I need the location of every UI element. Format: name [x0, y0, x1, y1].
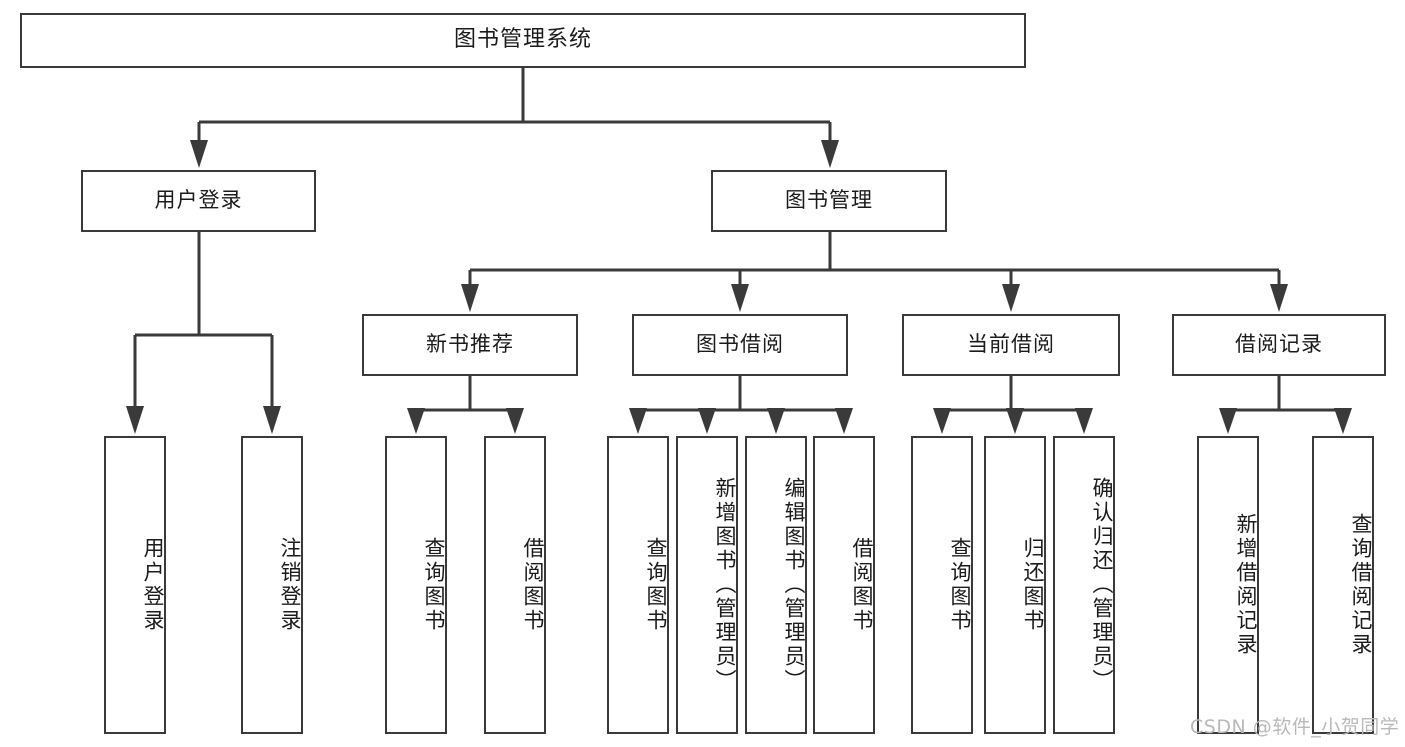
arrow-leaf-add-book — [698, 408, 716, 434]
node-root[interactable]: 图书管理系统 — [20, 13, 1026, 68]
node-leaf-borrow-book-b-label: 借阅图书 — [850, 537, 874, 633]
node-leaf-return-book-label: 归还图书 — [1021, 537, 1045, 633]
arrow-book-borrow — [731, 284, 749, 312]
arrow-leaf-borrow-book-rec — [506, 408, 524, 434]
node-leaf-query-book-c-label: 查询图书 — [948, 537, 972, 633]
node-leaf-borrow-book-b[interactable]: 借阅图书 — [813, 436, 875, 734]
node-leaf-add-record[interactable]: 新增借阅记录 — [1197, 436, 1259, 734]
node-book-manage[interactable]: 图书管理 — [711, 170, 947, 232]
node-leaf-user-login-label: 用户登录 — [141, 537, 165, 633]
node-current-borrow-label: 当前借阅 — [967, 332, 1055, 357]
arrow-leaf-edit-book — [767, 408, 785, 434]
arrow-leaf-logout — [263, 406, 281, 434]
node-leaf-query-record[interactable]: 查询借阅记录 — [1312, 436, 1374, 734]
node-new-book-rec[interactable]: 新书推荐 — [362, 314, 578, 376]
arrow-leaf-query-book-rec — [407, 408, 425, 434]
node-root-label: 图书管理系统 — [453, 27, 592, 53]
node-new-book-rec-label: 新书推荐 — [426, 332, 514, 357]
node-leaf-edit-book-label: 编辑图书（管理员） — [782, 477, 806, 693]
node-leaf-logout-label: 注销登录 — [278, 537, 302, 633]
arrow-leaf-query-book-c — [933, 408, 951, 434]
node-user-login-label: 用户登录 — [154, 188, 243, 213]
csdn-watermark: CSDN @软件_小贺同学 — [1190, 716, 1400, 738]
node-user-login[interactable]: 用户登录 — [81, 170, 316, 232]
node-book-manage-label: 图书管理 — [785, 188, 873, 213]
node-leaf-logout[interactable]: 注销登录 — [241, 436, 303, 734]
arrow-borrow-record — [1270, 284, 1288, 312]
arrow-leaf-query-record — [1334, 408, 1352, 434]
arrow-new-book-rec — [461, 284, 479, 312]
node-leaf-add-book-label: 新增图书（管理员） — [713, 477, 737, 693]
node-current-borrow[interactable]: 当前借阅 — [902, 314, 1120, 376]
node-borrow-record[interactable]: 借阅记录 — [1172, 314, 1386, 376]
node-leaf-borrow-book-rec-label: 借阅图书 — [521, 537, 545, 633]
node-leaf-user-login[interactable]: 用户登录 — [104, 436, 166, 734]
arrow-leaf-confirm-return — [1075, 408, 1093, 434]
node-leaf-query-book-b-label: 查询图书 — [644, 537, 668, 633]
node-borrow-record-label: 借阅记录 — [1235, 332, 1323, 357]
node-leaf-query-record-label: 查询借阅记录 — [1349, 513, 1373, 657]
node-leaf-return-book[interactable]: 归还图书 — [984, 436, 1046, 734]
node-book-borrow[interactable]: 图书借阅 — [632, 314, 848, 376]
node-leaf-query-book-b[interactable]: 查询图书 — [607, 436, 669, 734]
arrow-current-borrow — [1002, 284, 1020, 312]
arrow-leaf-query-book-b — [629, 408, 647, 434]
node-leaf-query-book-rec[interactable]: 查询图书 — [385, 436, 447, 734]
node-leaf-query-book-rec-label: 查询图书 — [422, 537, 446, 633]
arrow-leaf-user-login — [126, 406, 144, 434]
arrow-leaf-return-book — [1006, 408, 1024, 434]
node-leaf-confirm-return[interactable]: 确认归还（管理员） — [1053, 436, 1115, 734]
node-leaf-add-record-label: 新增借阅记录 — [1234, 513, 1258, 657]
node-book-borrow-label: 图书借阅 — [696, 332, 784, 357]
node-leaf-confirm-return-label: 确认归还（管理员） — [1090, 477, 1114, 693]
node-leaf-edit-book[interactable]: 编辑图书（管理员） — [745, 436, 807, 734]
node-leaf-query-book-c[interactable]: 查询图书 — [911, 436, 973, 734]
node-leaf-add-book[interactable]: 新增图书（管理员） — [676, 436, 738, 734]
arrow-book-manage — [821, 140, 839, 168]
arrow-leaf-add-record — [1219, 408, 1237, 434]
arrow-leaf-borrow-book-b — [835, 408, 853, 434]
node-leaf-borrow-book-rec[interactable]: 借阅图书 — [484, 436, 546, 734]
arrow-user-login — [190, 140, 208, 168]
